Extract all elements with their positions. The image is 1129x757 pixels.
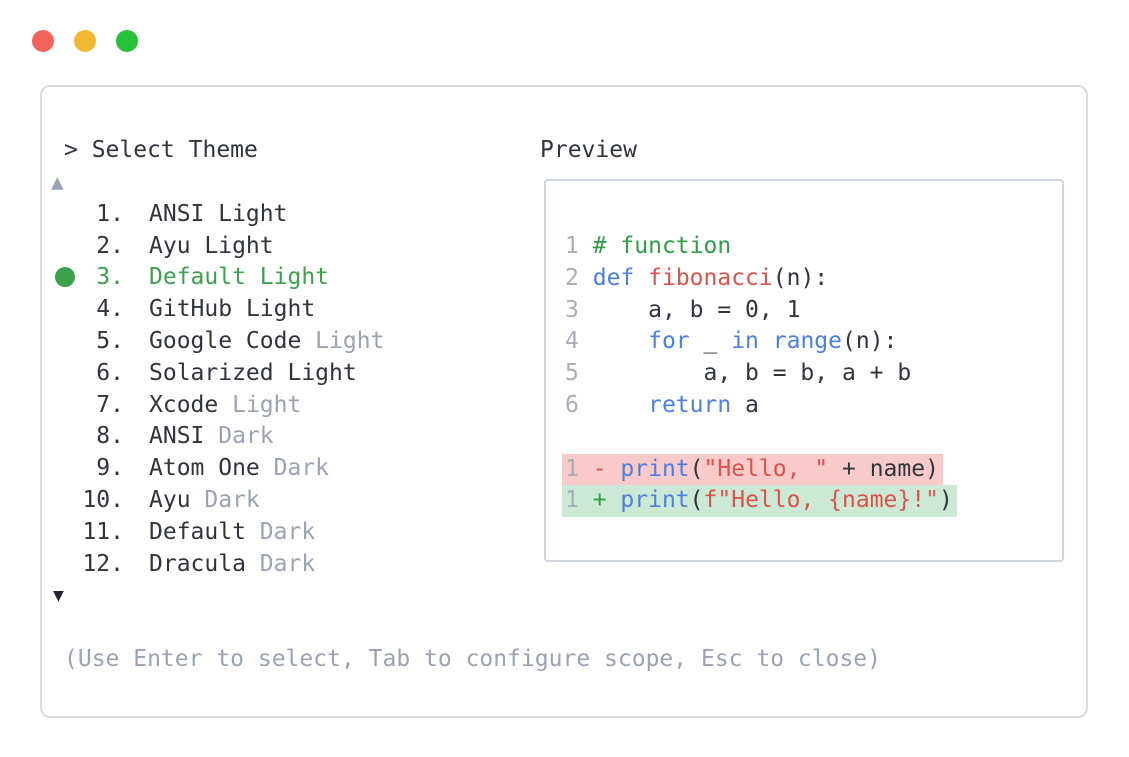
theme-item-number: 2. bbox=[96, 232, 124, 259]
preview-pane: 1 # function 2 def fibonacci(n): 3 a, b = … bbox=[544, 179, 1064, 562]
theme-item-9[interactable]: 9. Atom One Dark bbox=[42, 452, 542, 484]
keyboard-hint-text: (Use Enter to select, Tab to configure s… bbox=[64, 646, 881, 672]
selected-bullet-icon bbox=[55, 426, 75, 446]
line-number: 1 bbox=[565, 487, 579, 514]
minimize-button[interactable] bbox=[74, 30, 96, 52]
selected-bullet-icon bbox=[55, 267, 75, 288]
theme-item-variant: Dark bbox=[245, 518, 316, 545]
line-number: 1 bbox=[565, 233, 579, 259]
theme-item-number: 11. bbox=[82, 518, 124, 545]
theme-item-variant: Light bbox=[273, 359, 357, 386]
close-button[interactable] bbox=[32, 30, 54, 52]
theme-item-label: Default bbox=[149, 264, 246, 291]
code-block: 1 # function 2 def fibonacci(n): 3 a, b = … bbox=[562, 231, 1062, 518]
theme-item-variant: Light bbox=[190, 232, 274, 259]
theme-item-label: Solarized bbox=[149, 359, 274, 386]
selected-bullet-icon bbox=[55, 236, 75, 256]
line-number: 6 bbox=[565, 391, 579, 418]
selected-bullet-icon bbox=[55, 299, 75, 319]
theme-item-variant: Light bbox=[204, 200, 288, 227]
selected-bullet-icon bbox=[55, 458, 75, 478]
theme-item-variant: Light bbox=[218, 391, 302, 418]
theme-item-label: Atom One bbox=[149, 455, 260, 482]
preview-title: Preview bbox=[540, 137, 637, 163]
scroll-down-icon[interactable]: ▼ bbox=[53, 580, 64, 612]
theme-item-10[interactable]: 10. Ayu Dark bbox=[42, 484, 542, 516]
select-theme-prompt: > Select Theme bbox=[64, 137, 258, 163]
theme-item-number: 3. bbox=[96, 264, 124, 291]
selected-bullet-icon bbox=[55, 204, 75, 224]
line-number: 4 bbox=[565, 328, 579, 355]
theme-item-number: 1. bbox=[96, 200, 124, 227]
theme-item-4[interactable]: 4. GitHub Light bbox=[42, 293, 542, 325]
selected-bullet-icon bbox=[55, 363, 75, 383]
theme-item-2[interactable]: 2. Ayu Light bbox=[42, 230, 542, 262]
code-line: 6 return a bbox=[565, 391, 759, 418]
selected-bullet-icon bbox=[55, 395, 75, 415]
theme-item-variant: Light bbox=[245, 264, 330, 291]
theme-item-8[interactable]: 8. ANSI Dark bbox=[42, 421, 542, 453]
code-line: 2 def fibonacci(n): bbox=[565, 264, 829, 291]
theme-item-label: Dracula bbox=[149, 550, 246, 577]
theme-item-label: Default bbox=[149, 518, 246, 545]
line-number: 5 bbox=[565, 360, 579, 387]
theme-item-3[interactable]: 3. Default Light bbox=[42, 262, 542, 294]
code-line: 4 for _ in range(n): bbox=[565, 328, 898, 355]
theme-item-6[interactable]: 6. Solarized Light bbox=[42, 357, 542, 389]
theme-item-variant: Light bbox=[301, 328, 385, 355]
theme-item-variant: Dark bbox=[245, 550, 316, 577]
window-controls bbox=[32, 30, 138, 52]
scroll-up-icon[interactable]: ▲ bbox=[51, 166, 64, 198]
selected-bullet-icon bbox=[55, 522, 75, 542]
theme-item-number: 10. bbox=[82, 487, 124, 514]
theme-item-variant: Light bbox=[232, 296, 316, 323]
theme-item-number: 9. bbox=[96, 455, 124, 482]
theme-item-label: ANSI bbox=[149, 423, 205, 450]
selected-bullet-icon bbox=[55, 331, 75, 351]
theme-item-7[interactable]: 7. Xcode Light bbox=[42, 389, 542, 421]
theme-item-label: Xcode bbox=[149, 391, 219, 418]
theme-item-11[interactable]: 11. Default Dark bbox=[42, 516, 542, 548]
code-line: 3 a, b = 0, 1 bbox=[565, 296, 801, 323]
line-number: 1 bbox=[565, 455, 579, 482]
theme-item-label: Ayu bbox=[149, 232, 191, 259]
theme-item-label: Ayu bbox=[149, 487, 191, 514]
code-line: 5 a, b = b, a + b bbox=[565, 360, 912, 387]
theme-item-variant: Dark bbox=[190, 487, 260, 514]
theme-item-label: GitHub bbox=[149, 296, 233, 323]
theme-item-1[interactable]: 1. ANSI Light bbox=[42, 198, 542, 230]
theme-item-number: 12. bbox=[82, 550, 124, 577]
selected-bullet-icon bbox=[55, 490, 75, 510]
theme-item-number: 4. bbox=[96, 296, 124, 323]
theme-item-number: 5. bbox=[96, 328, 124, 355]
theme-item-number: 6. bbox=[96, 359, 124, 386]
zoom-button[interactable] bbox=[116, 30, 138, 52]
theme-item-12[interactable]: 12. Dracula Dark bbox=[42, 548, 542, 580]
theme-item-label: Google Code bbox=[149, 328, 302, 355]
line-number: 2 bbox=[565, 264, 579, 291]
code-line-added: 1 + print(f"Hello, {name}!") bbox=[562, 485, 957, 518]
code-line-removed: 1 - print("Hello, " + name) bbox=[562, 453, 943, 486]
selected-bullet-icon bbox=[55, 554, 75, 574]
theme-item-number: 8. bbox=[96, 423, 124, 450]
code-line: 1 # function bbox=[565, 233, 732, 259]
line-number: 3 bbox=[565, 296, 579, 323]
theme-item-label: ANSI bbox=[149, 200, 205, 227]
theme-item-5[interactable]: 5. Google Code Light bbox=[42, 325, 542, 357]
theme-picker-panel: > Select Theme ▲ 1. ANSI Light 2. Ayu Light… bbox=[40, 85, 1088, 718]
theme-item-variant: Dark bbox=[204, 423, 274, 450]
theme-item-variant: Dark bbox=[259, 455, 330, 482]
theme-item-number: 7. bbox=[96, 391, 124, 418]
